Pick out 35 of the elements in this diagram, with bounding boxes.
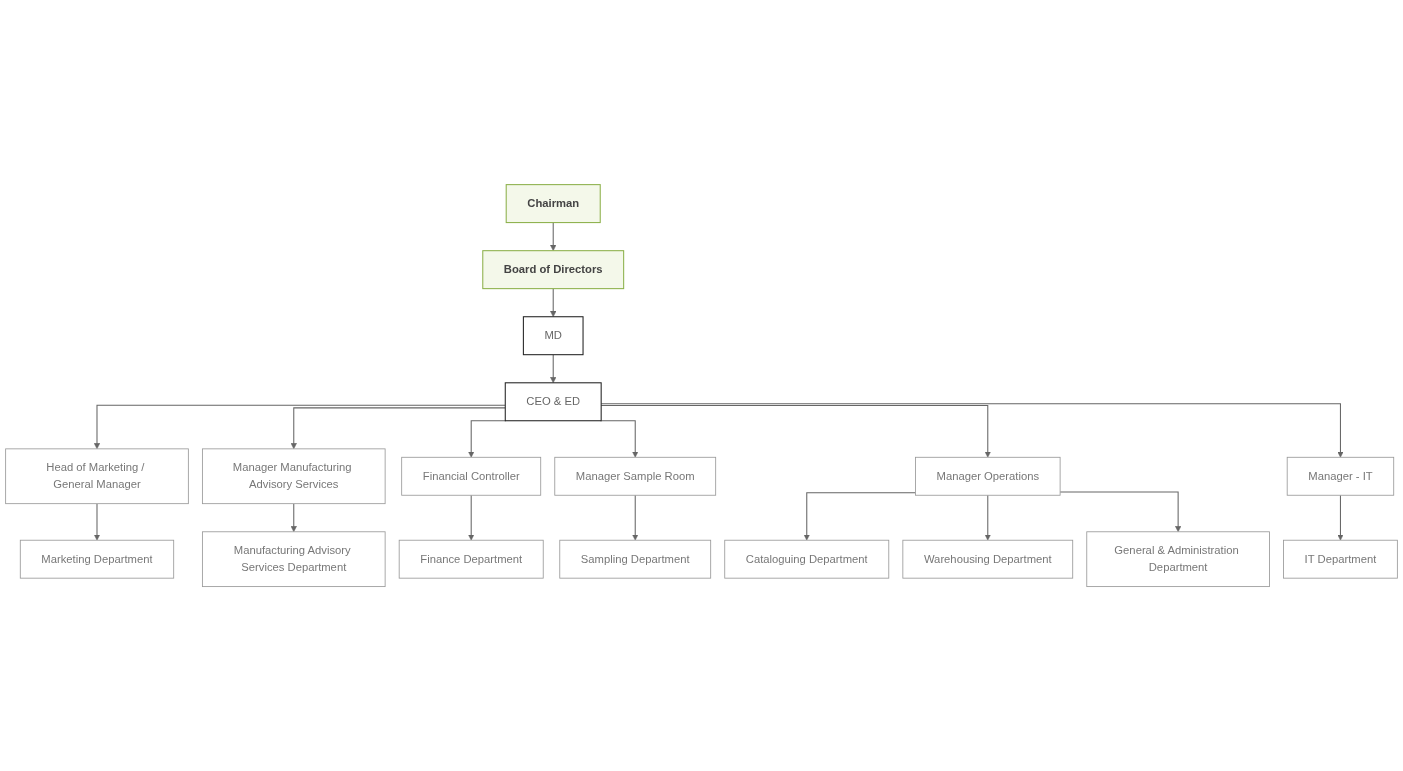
arrow — [468, 494, 475, 541]
node-box: Sampling Department — [559, 539, 712, 579]
arrow — [550, 288, 557, 317]
node-box: Marketing Department — [19, 539, 175, 579]
arrow — [290, 503, 297, 532]
arrow — [632, 494, 639, 541]
arrow — [93, 503, 101, 541]
node-box: Manager - IT — [1286, 456, 1395, 496]
arrow — [1059, 491, 1182, 532]
node-box: General & Administration Department — [1086, 531, 1270, 587]
node-box: Head of Marketing / General Manager — [5, 448, 189, 504]
arrow — [599, 420, 639, 458]
arrow — [290, 407, 506, 450]
arrow — [803, 492, 916, 541]
node-box: Manager Sample Room — [554, 456, 717, 496]
node-box: MD — [522, 316, 584, 356]
node-box: Finance Department — [398, 539, 544, 579]
node-box: Manager Manufacturing Advisory Services — [202, 448, 386, 504]
node-box: Chairman — [505, 184, 601, 223]
node-box: Warehousing Department — [902, 539, 1074, 579]
arrow — [550, 221, 557, 251]
arrow — [600, 403, 1344, 458]
arrow — [93, 404, 506, 450]
node-box: Manager Operations — [915, 456, 1061, 496]
node-box: Manufacturing Advisory Services Department — [202, 531, 386, 587]
node-box: Cataloguing Department — [724, 539, 890, 579]
node-box: Financial Controller — [401, 456, 542, 496]
node-box: CEO & ED — [504, 382, 602, 422]
node-box: IT Department — [1283, 539, 1398, 579]
arrow — [1337, 494, 1344, 541]
arrow — [468, 420, 507, 458]
arrow — [984, 494, 991, 541]
arrow — [600, 404, 991, 458]
node-box: Board of Directors — [482, 250, 625, 290]
arrow — [550, 354, 557, 383]
